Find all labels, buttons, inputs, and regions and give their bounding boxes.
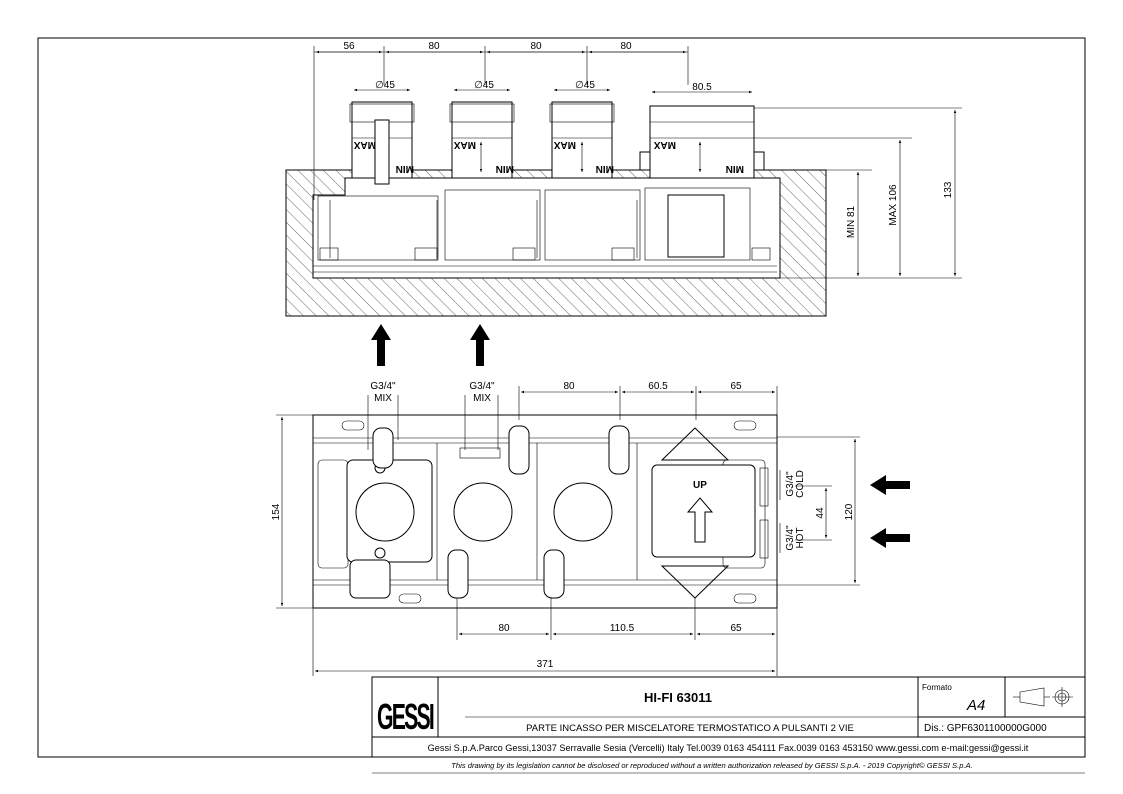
svg-text:MIN 81: MIN 81 <box>846 205 857 238</box>
left-arrow-icon <box>870 528 910 548</box>
drawing-title: HI-FI 63011 <box>644 690 712 705</box>
svg-text:MAX: MAX <box>553 139 576 150</box>
svg-text:110.5: 110.5 <box>610 623 635 634</box>
svg-text:80: 80 <box>563 381 575 392</box>
cartridge-seat-1 <box>355 482 415 542</box>
knob-3: MAX MIN <box>549 101 615 179</box>
svg-text:G3/4": G3/4" <box>785 471 796 497</box>
left-arrow-icon <box>870 475 910 495</box>
svg-text:80: 80 <box>530 41 542 52</box>
svg-text:G3/4": G3/4" <box>370 381 396 392</box>
svg-text:MIX: MIX <box>374 393 392 404</box>
svg-text:MIN: MIN <box>726 163 744 174</box>
front-dimensions: G3/4" MIX G3/4" MIX 80 60.5 65 80 110. <box>271 381 860 676</box>
up-arrow-icon <box>371 324 391 366</box>
svg-text:MAX: MAX <box>353 139 376 150</box>
title-block: GESSI HI-FI 63011 PARTE INCASSO PER MISC… <box>371 676 1086 774</box>
svg-text:80: 80 <box>498 623 510 634</box>
svg-text:MAX 106: MAX 106 <box>888 184 899 226</box>
svg-text:80: 80 <box>620 41 632 52</box>
cartridge-seat-3 <box>553 482 613 542</box>
svg-text:GESSI: GESSI <box>377 696 434 737</box>
svg-text:80: 80 <box>428 41 440 52</box>
flow-arrows <box>371 324 910 548</box>
svg-text:MIN: MIN <box>596 163 614 174</box>
svg-text:65: 65 <box>730 381 742 392</box>
svg-text:MIN: MIN <box>396 163 414 174</box>
gessi-logo: GESSI <box>377 696 437 737</box>
svg-text:MAX: MAX <box>653 139 676 150</box>
knob-2: MAX MIN <box>449 101 515 179</box>
svg-text:65: 65 <box>730 623 742 634</box>
svg-text:G3/4": G3/4" <box>469 381 495 392</box>
up-arrow-icon <box>470 324 490 366</box>
top-view: MAX MIN MAX MIN MAX MIN MAX MI <box>285 41 962 317</box>
mounting-plate <box>312 414 778 609</box>
svg-text:MIN: MIN <box>496 163 514 174</box>
copyright-notice: This drawing by its legislation cannot b… <box>451 761 972 770</box>
svg-text:120: 120 <box>844 503 855 520</box>
svg-text:44: 44 <box>815 507 826 519</box>
svg-text:∅45: ∅45 <box>375 80 395 91</box>
top-dimensions: 56 80 80 80 ∅45 ∅45 ∅45 80.5 MIN 81 MAX … <box>313 41 962 279</box>
svg-text:MAX: MAX <box>453 139 476 150</box>
valve-body <box>317 187 771 261</box>
drawing-description: PARTE INCASSO PER MISCELATORE TERMOSTATI… <box>526 723 854 734</box>
up-label: UP <box>693 480 707 491</box>
format-label: Formato <box>922 683 952 692</box>
knob-1: MAX MIN <box>349 101 415 185</box>
svg-text:G3/4": G3/4" <box>785 525 796 551</box>
front-view: UP G3/4" MIX G3/4" MIX 80 60.5 65 <box>271 381 860 676</box>
svg-text:56: 56 <box>343 41 355 52</box>
svg-text:HOT: HOT <box>795 527 806 548</box>
svg-text:∅45: ∅45 <box>474 80 494 91</box>
svg-text:371: 371 <box>537 659 554 670</box>
thermostat-box: MAX MIN <box>639 105 765 179</box>
svg-text:MIX: MIX <box>473 393 491 404</box>
cartridge-seat-2 <box>453 482 513 542</box>
svg-text:154: 154 <box>271 503 282 520</box>
svg-text:80.5: 80.5 <box>692 82 712 93</box>
up-arrow-icon <box>686 497 714 543</box>
company-info: Gessi S.p.A.Parco Gessi,13037 Serravalle… <box>428 743 1029 753</box>
drawing-number: Dis.: GPF6301100000G000 <box>924 723 1047 734</box>
svg-text:COLD: COLD <box>795 470 806 498</box>
svg-text:133: 133 <box>943 181 954 198</box>
svg-text:60.5: 60.5 <box>648 381 668 392</box>
format-value: A4 <box>966 697 985 714</box>
projection-symbol-icon <box>1013 687 1073 707</box>
svg-text:∅45: ∅45 <box>575 80 595 91</box>
